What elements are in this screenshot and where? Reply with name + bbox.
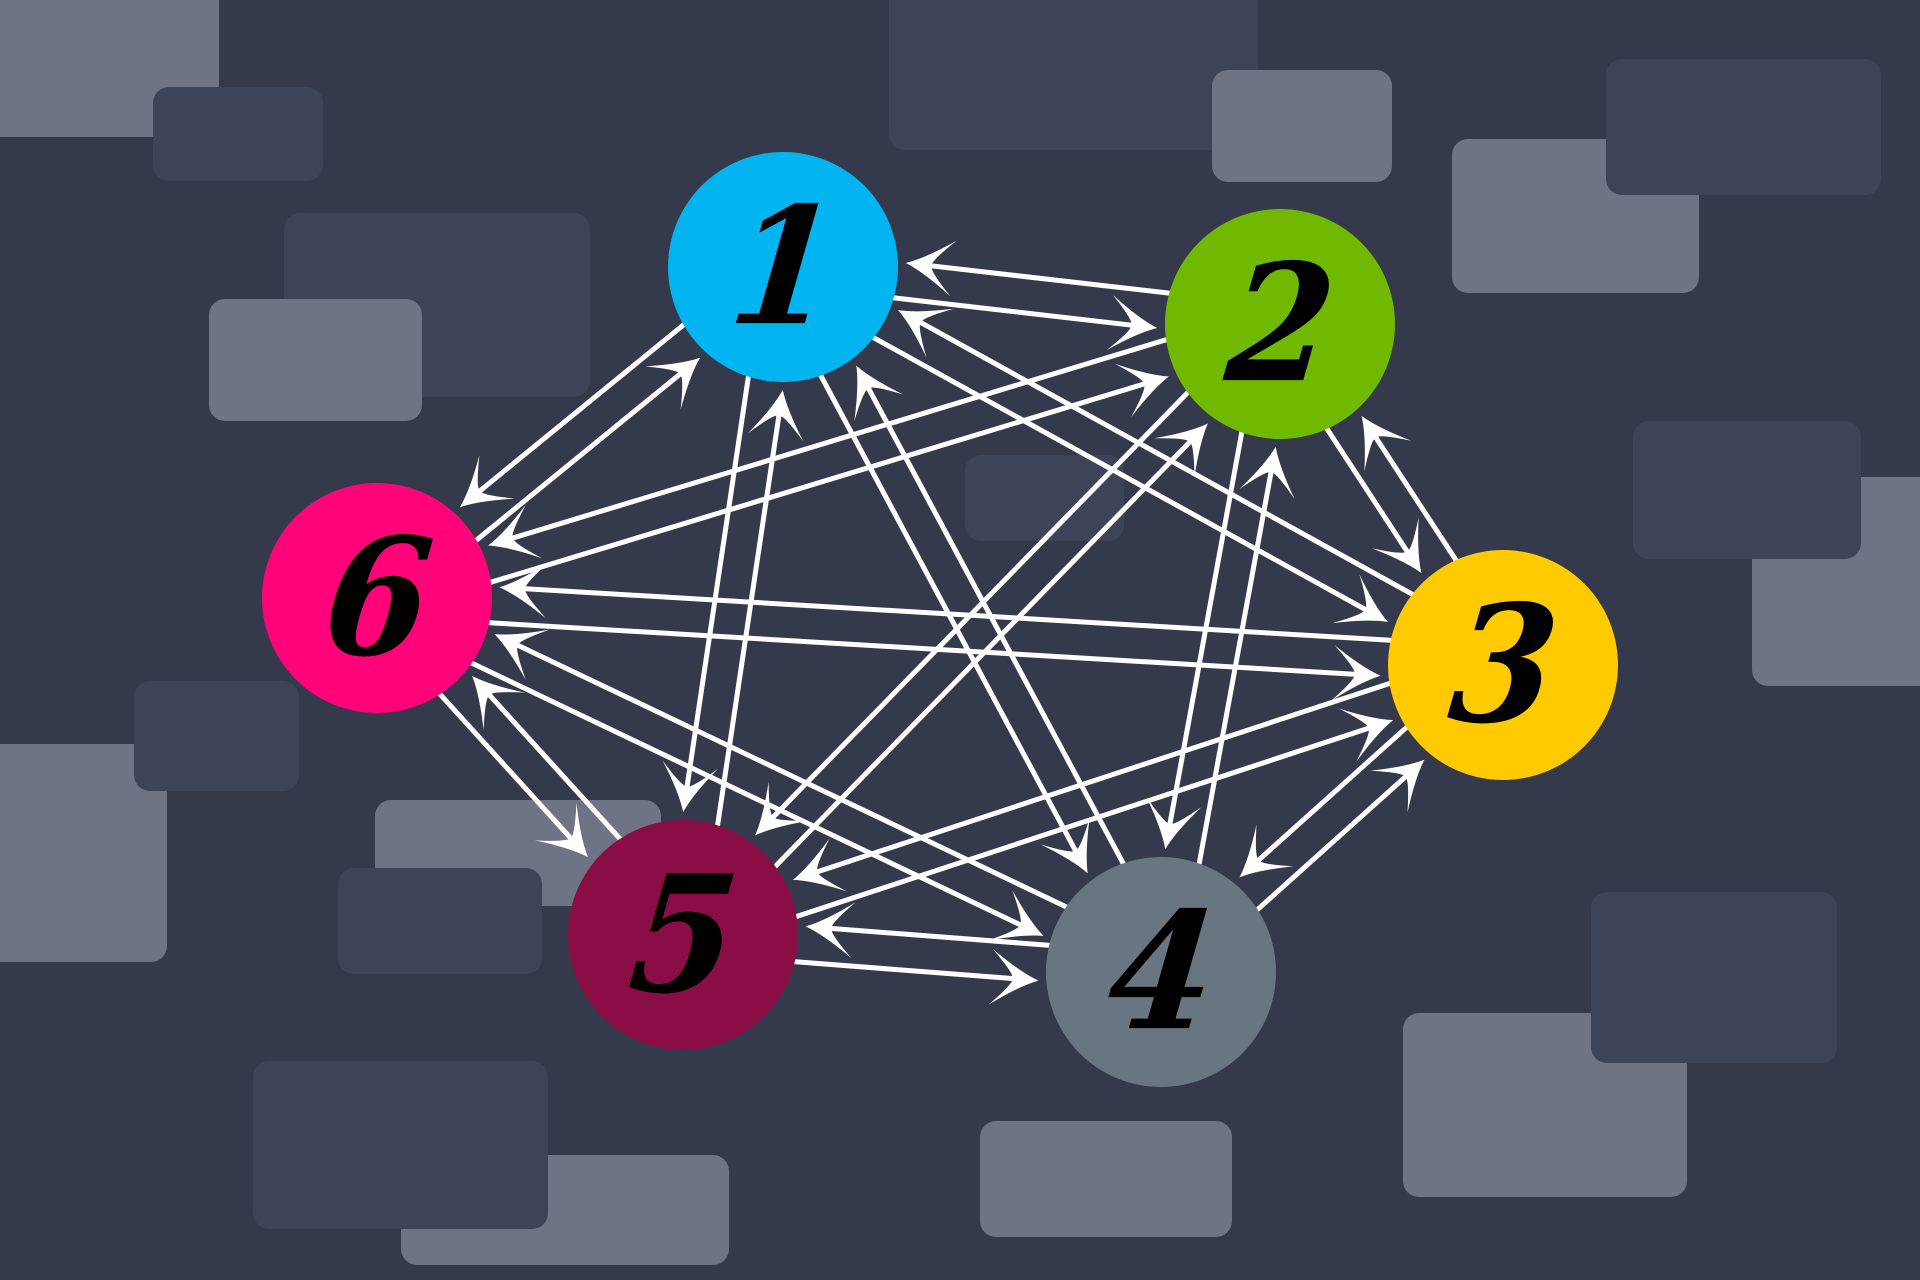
edge-6-to-1 (471, 357, 701, 545)
node-5: 5 (568, 820, 798, 1050)
arrowhead-icon (662, 760, 718, 813)
node-5-label: 5 (621, 839, 745, 1031)
edge-1-to-3 (868, 333, 1388, 624)
arrowhead-icon (755, 781, 809, 836)
arrowhead-icon (1114, 363, 1169, 418)
arrowhead-icon (645, 357, 701, 410)
node-4-label: 4 (1099, 876, 1223, 1068)
background-rect-dark (889, 0, 1258, 150)
edge-2-to-3 (1322, 424, 1422, 574)
node-3-label: 3 (1441, 569, 1565, 761)
node-1-label: 1 (721, 171, 845, 363)
edge-1-to-2 (889, 294, 1158, 351)
background-rect-dark (1633, 421, 1861, 559)
arrowhead-icon (1361, 415, 1412, 472)
arrowhead-icon (748, 389, 804, 442)
arrowhead-icon (988, 948, 1039, 1005)
edge-4-to-3 (1252, 759, 1425, 915)
edge-1-to-6 (459, 320, 689, 508)
background-rect-dark (338, 868, 542, 974)
background-rect-light (209, 299, 422, 421)
edge-6-to-5 (435, 689, 588, 858)
edge-1-to-5 (662, 372, 752, 813)
edge-6-to-2 (486, 363, 1169, 586)
arrowhead-icon (1239, 824, 1294, 878)
arrowhead-icon (905, 240, 957, 297)
background-rect-dark (253, 1061, 548, 1229)
node-3: 3 (1388, 550, 1618, 780)
edge-3-to-6 (499, 562, 1395, 643)
edge-4-to-2 (1196, 446, 1295, 868)
edge-4-to-5 (805, 902, 1054, 959)
edge-2-to-1 (905, 240, 1174, 297)
arrowhead-icon (1040, 817, 1090, 874)
node-2: 2 (1165, 209, 1395, 439)
edge-3-to-5 (792, 679, 1395, 892)
edge-6-to-3 (485, 620, 1381, 701)
background-rect-dark (1606, 59, 1881, 195)
edge-4-to-6 (494, 629, 1071, 911)
arrowhead-icon (499, 562, 549, 619)
node-6: 6 (262, 483, 492, 713)
arrowhead-icon (488, 504, 543, 559)
edge-3-to-4 (1239, 722, 1412, 878)
background-rect-dark (153, 87, 323, 181)
edge-3-to-2 (1361, 415, 1461, 565)
arrowhead-icon (1332, 574, 1388, 624)
arrowhead-icon (494, 629, 550, 680)
edge-5-to-6 (472, 675, 625, 844)
background-rect-dark (965, 455, 1124, 541)
arrowhead-icon (472, 675, 526, 731)
node-1: 1 (668, 152, 898, 382)
arrowhead-icon (1338, 708, 1394, 762)
arrowhead-icon (854, 365, 904, 422)
node-6-label: 6 (315, 502, 439, 694)
arrowhead-icon (1106, 294, 1158, 351)
arrowhead-icon (792, 838, 848, 892)
edge-2-to-6 (488, 336, 1171, 559)
arrowhead-icon (898, 308, 954, 358)
edge-5-to-1 (714, 389, 804, 830)
arrowhead-icon (988, 890, 1044, 941)
arrowhead-icon (805, 902, 856, 959)
edge-5-to-4 (790, 948, 1039, 1005)
edge-1-to-4 (816, 370, 1090, 874)
arrowhead-icon (1154, 423, 1208, 478)
edge-5-to-3 (791, 708, 1394, 921)
edge-6-to-4 (467, 659, 1044, 941)
background-rect-light (1212, 70, 1392, 182)
node-2-label: 2 (1218, 228, 1342, 420)
node-4: 4 (1046, 857, 1276, 1087)
arrowhead-icon (1331, 644, 1381, 701)
edge-3-to-1 (898, 308, 1418, 599)
background-rect-dark (134, 681, 299, 791)
background-rect-light (980, 1121, 1232, 1237)
arrowhead-icon (1371, 517, 1422, 574)
arrowhead-icon (459, 455, 515, 508)
arrowhead-icon (534, 802, 588, 858)
background-rect-dark (1591, 892, 1837, 1063)
arrowhead-icon (1370, 759, 1425, 813)
edge-2-to-5 (755, 388, 1193, 836)
